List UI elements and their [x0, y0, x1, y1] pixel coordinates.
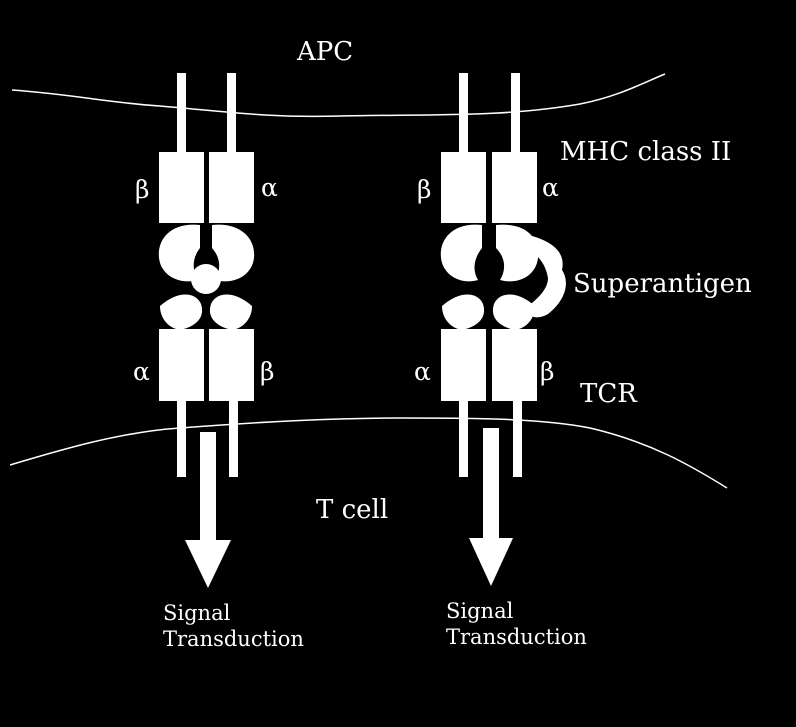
left-tcr-alpha-lobe	[160, 294, 203, 330]
tcell-membrane	[9, 417, 728, 489]
apc-membrane	[11, 73, 666, 118]
right-signal-label: Signal	[446, 599, 514, 623]
right-mhc-stalk-alpha	[511, 73, 520, 153]
superantigen-label: Superantigen	[573, 269, 752, 299]
left-mhc-beta-label: β	[135, 175, 149, 204]
left-tcr-beta-lobe	[209, 294, 252, 330]
right-tcr-beta-domain	[492, 329, 537, 401]
right-tcr-alpha-domain	[441, 329, 486, 401]
left-tcr-alpha-label: α	[133, 357, 150, 386]
right-mhc-beta-label: β	[417, 175, 431, 204]
right-tcr-beta-lobe	[492, 294, 535, 330]
right-arrow-head	[469, 538, 513, 586]
right-arrow-shaft	[483, 428, 499, 540]
left-mhc-beta-domain	[159, 152, 204, 223]
right-complex	[440, 73, 566, 586]
left-tcr-alpha-domain	[159, 329, 204, 401]
right-transduction-label: Transduction	[446, 625, 587, 649]
right-mhc-alpha-domain	[492, 152, 537, 223]
right-mhc-alpha-lobe	[496, 224, 539, 282]
apc-label: APC	[296, 37, 353, 67]
right-mhc-beta-domain	[441, 152, 486, 223]
left-arrow-head	[185, 540, 231, 588]
right-mhc-alpha-label: α	[542, 173, 559, 202]
right-tcr-alpha-label: α	[414, 357, 431, 386]
right-tcr-alpha-lobe	[442, 294, 485, 330]
superantigen	[524, 234, 566, 318]
left-mhc-beta-lobe	[158, 224, 200, 282]
t-cell-label: T cell	[316, 495, 388, 525]
left-arrow-shaft	[200, 432, 216, 542]
left-tcr-stalk-beta	[229, 400, 238, 477]
left-mhc-alpha-label: α	[261, 173, 278, 202]
left-mhc-alpha-domain	[209, 152, 254, 223]
right-tcr-stalk-beta	[513, 400, 522, 477]
left-tcr-beta-label: β	[260, 357, 274, 386]
left-transduction-label: Transduction	[163, 627, 304, 651]
mhc-class-ii-label: MHC class II	[560, 137, 731, 167]
left-mhc-alpha-lobe	[212, 224, 255, 282]
right-mhc-beta-lobe	[440, 224, 482, 282]
left-tcr-beta-domain	[209, 329, 254, 401]
left-peptide	[191, 264, 221, 294]
right-tcr-stalk-alpha	[459, 400, 468, 477]
tcr-label: TCR	[580, 379, 638, 409]
left-tcr-stalk-alpha	[177, 400, 186, 477]
right-mhc-stalk-beta	[459, 73, 468, 153]
right-tcr-beta-label: β	[540, 357, 554, 386]
left-signal-label: Signal	[163, 601, 231, 625]
left-mhc-stalk-alpha	[227, 73, 236, 153]
left-complex	[158, 73, 255, 588]
left-mhc-stalk-beta	[177, 73, 186, 153]
